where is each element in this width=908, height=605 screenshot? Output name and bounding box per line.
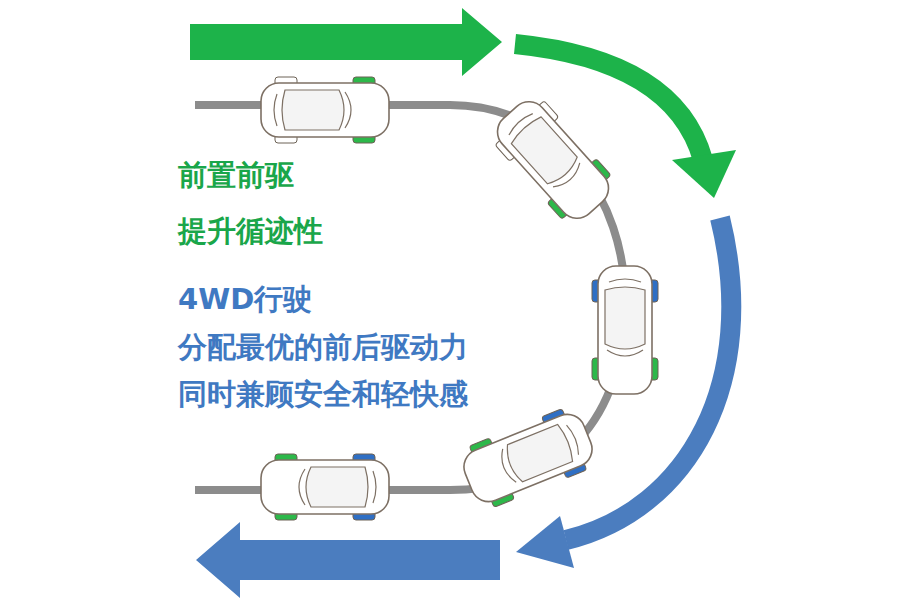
car-roof xyxy=(306,467,368,507)
car-windshield xyxy=(345,92,351,128)
caption-text: 4WD行驶 xyxy=(178,282,312,317)
caption-text: 提升循迹性 xyxy=(178,214,323,249)
car-windshield xyxy=(497,449,516,485)
car-rear-window xyxy=(373,471,376,503)
car-icon xyxy=(261,77,389,143)
car-icon xyxy=(486,90,621,229)
blue-curve-arrow xyxy=(566,218,731,540)
car-icon xyxy=(592,266,658,394)
car-windshield xyxy=(299,469,305,505)
car-rear-window xyxy=(609,279,641,282)
car-rear-window xyxy=(274,94,277,126)
car-rear-window xyxy=(567,424,582,455)
green-arrow-head xyxy=(672,150,736,198)
car-roof xyxy=(282,90,344,130)
car-body xyxy=(261,460,389,514)
car-roof xyxy=(605,287,645,349)
caption-text: 前置前驱 xyxy=(178,158,294,193)
car-body xyxy=(459,409,598,507)
caption-text: 分配最优的前后驱动力 xyxy=(178,330,468,365)
car-rear-window xyxy=(507,111,533,135)
car-windshield xyxy=(553,163,584,192)
car-roof xyxy=(509,115,580,188)
car-roof xyxy=(503,423,575,483)
blue-arrow-head xyxy=(516,516,574,568)
car-body xyxy=(598,266,652,394)
caption-text: 同时兼顾安全和轻快感 xyxy=(178,377,468,412)
car-body xyxy=(490,94,616,225)
car-body xyxy=(261,83,389,137)
green-arrow xyxy=(190,8,502,76)
blue-arrow xyxy=(196,522,500,598)
car-icon xyxy=(456,403,599,512)
car-icon xyxy=(261,454,389,520)
car-windshield xyxy=(607,350,643,356)
